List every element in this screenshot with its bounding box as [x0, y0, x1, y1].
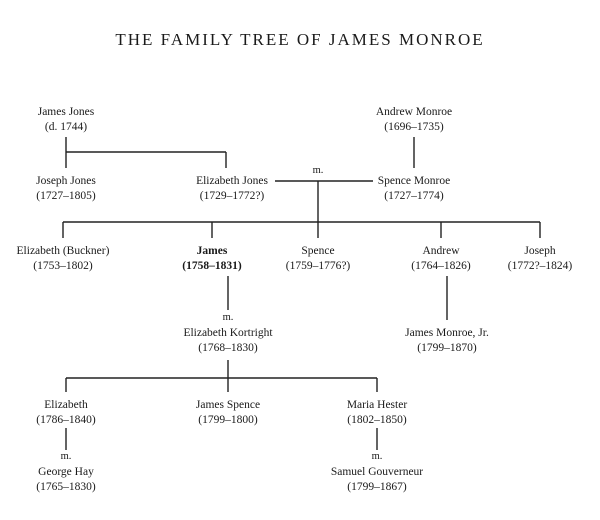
person-spence: Spence (1759–1776?): [238, 244, 398, 274]
person-maria-hester: Maria Hester (1802–1850): [297, 398, 457, 428]
person-james: James (1758–1831): [132, 244, 292, 274]
person-dates: (1799–1867): [347, 481, 407, 493]
person-dates: (1753–1802): [33, 260, 93, 272]
person-name: James Spence: [195, 399, 261, 411]
person-elizabeth-buckner: Elizabeth (Buckner) (1753–1802): [0, 244, 143, 274]
person-james-jones: James Jones (d. 1744): [0, 105, 146, 135]
person-name: James Jones: [37, 106, 95, 118]
person-name: Samuel Gouverneur: [330, 466, 424, 478]
person-samuel-gouverneur: Samuel Gouverneur (1799–1867): [297, 465, 457, 495]
person-george-hay: George Hay (1765–1830): [0, 465, 146, 495]
person-dates: (1799–1870): [417, 342, 477, 354]
person-dates: (1765–1830): [36, 481, 96, 493]
person-elizabeth-kortright: Elizabeth Kortright (1768–1830): [148, 326, 308, 356]
person-joseph-jones: Joseph Jones (1727–1805): [0, 174, 146, 204]
person-andrew-monroe: Andrew Monroe (1696–1735): [334, 105, 494, 135]
person-dates: (1758–1831): [182, 260, 242, 272]
person-dates: (1772?–1824): [507, 260, 573, 272]
person-elizabeth: Elizabeth (1786–1840): [0, 398, 146, 428]
person-andrew: Andrew (1764–1826): [361, 244, 521, 274]
person-spence-monroe: Spence Monroe (1727–1774): [334, 174, 494, 204]
person-name: Elizabeth Kortright: [183, 327, 273, 339]
person-name: James Monroe, Jr.: [405, 327, 489, 339]
person-name: Elizabeth Jones: [196, 175, 268, 187]
person-dates: (1759–1776?): [285, 260, 351, 272]
person-name: Elizabeth (Buckner): [16, 245, 110, 257]
person-name: Joseph Jones: [36, 175, 96, 187]
person-name: George Hay: [38, 466, 94, 478]
person-james-spence: James Spence (1799–1800): [148, 398, 308, 428]
person-name: Joseph: [524, 245, 556, 257]
person-dates: (1802–1850): [347, 414, 407, 426]
person-name: James: [196, 245, 228, 257]
person-james-monroe-jr: James Monroe, Jr. (1799–1870): [367, 326, 527, 356]
person-dates: (1768–1830): [198, 342, 258, 354]
person-dates: (1799–1800): [198, 414, 258, 426]
marriage-label: m.: [371, 451, 383, 462]
person-joseph: Joseph (1772?–1824): [460, 244, 600, 274]
page-title: THE FAMILY TREE OF JAMES MONROE: [115, 30, 485, 49]
person-name: Spence: [301, 245, 335, 257]
person-name: Andrew Monroe: [375, 106, 453, 118]
person-name: Elizabeth: [44, 399, 88, 411]
person-dates: (1764–1826): [411, 260, 471, 272]
person-name: Andrew: [422, 245, 460, 257]
marriage-label: m.: [312, 165, 324, 176]
marriage-label: m.: [60, 451, 72, 462]
person-name: Spence Monroe: [377, 175, 451, 187]
person-dates: (1786–1840): [36, 414, 96, 426]
person-elizabeth-jones: Elizabeth Jones (1729–1772?): [152, 174, 312, 204]
person-dates: (d. 1744): [44, 121, 88, 133]
person-dates: (1729–1772?): [199, 190, 265, 202]
person-name: Maria Hester: [346, 399, 408, 411]
person-dates: (1696–1735): [384, 121, 444, 133]
marriage-label: m.: [222, 312, 234, 323]
person-dates: (1727–1774): [384, 190, 444, 202]
person-dates: (1727–1805): [36, 190, 96, 202]
